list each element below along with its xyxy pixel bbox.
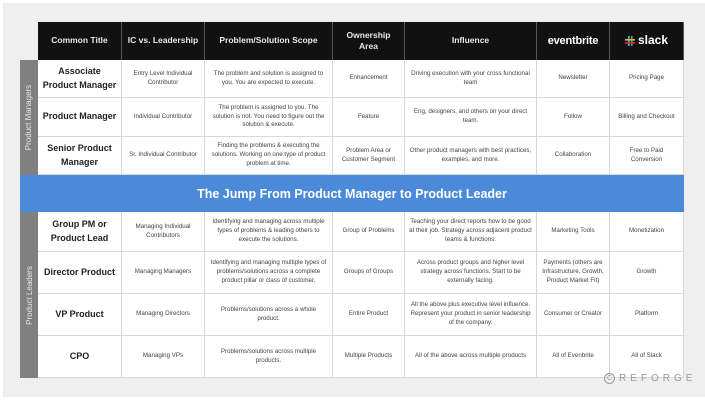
group-label-text: Product Managers	[24, 84, 34, 151]
cell-slack: Platform	[610, 294, 684, 336]
cell-eventbrite: Collaboration	[537, 137, 610, 175]
cell-ic: Managing VPs	[122, 336, 205, 378]
cell-ownership: Groups of Groups	[333, 252, 405, 294]
cell-influence: Eng, designers, and others on your direc…	[405, 98, 537, 137]
cell-eventbrite: Payments (others are Infrastructure, Gro…	[537, 252, 610, 294]
cell-slack: Growth	[610, 252, 684, 294]
header-ownership: Ownership Area	[333, 22, 405, 60]
cell-scope: The problem and solution is assigned to …	[205, 60, 333, 98]
cell-slack: Billing and Checkout	[610, 98, 684, 137]
cell-ic: Entry Level Individual Contributor	[122, 60, 205, 98]
cell-influence: Other product managers with best practic…	[405, 137, 537, 175]
group-label-leaders: Product Leaders	[20, 212, 38, 378]
cell-slack: All of Slack	[610, 336, 684, 378]
cell-influence: Teaching your direct reports how to be g…	[405, 212, 537, 252]
cell-title: Director Product	[38, 252, 122, 294]
cell-ownership: Problem Area or Customer Segment	[333, 137, 405, 175]
cell-eventbrite: Consumer or Creator	[537, 294, 610, 336]
cell-title: Group PM or Product Lead	[38, 212, 122, 252]
cell-ic: Managing Directors	[122, 294, 205, 336]
cell-title: Associate Product Manager	[38, 60, 122, 98]
cell-ownership: Group of Problems	[333, 212, 405, 252]
cell-ic: Individual Contributor	[122, 98, 205, 137]
cell-eventbrite: Follow	[537, 98, 610, 137]
group-label-text: Product Leaders	[24, 265, 34, 325]
cell-ownership: Multiple Products	[333, 336, 405, 378]
slack-wordmark: slack	[637, 33, 669, 48]
cell-ownership: Feature	[333, 98, 405, 137]
eventbrite-logo: eventbrite	[547, 34, 599, 47]
cell-slack: Monetization	[610, 212, 684, 252]
cell-eventbrite: Newsletter	[537, 60, 610, 98]
cell-scope: Identifying and managing multiple types …	[205, 252, 333, 294]
cell-ic: Sr. Individual Contributor	[122, 137, 205, 175]
career-ladder-table: Common Title IC vs. Leadership Problem/S…	[38, 22, 684, 378]
reforge-watermark: C REFORGE	[604, 373, 696, 384]
cell-title: Product Manager	[38, 98, 122, 137]
header-slack-logo: slack	[610, 22, 684, 60]
cell-eventbrite: Marketing Tools	[537, 212, 610, 252]
cell-ic: Managing Managers	[122, 252, 205, 294]
cell-eventbrite: All of Evenbrite	[537, 336, 610, 378]
cell-influence: All of the above across multiple product…	[405, 336, 537, 378]
cell-title: Senior Product Manager	[38, 137, 122, 175]
cell-scope: Problems/solutions across multiple produ…	[205, 336, 333, 378]
cell-scope: Finding the problems & executing the sol…	[205, 137, 333, 175]
cell-scope: The problem is assigned to you. The solu…	[205, 98, 333, 137]
cell-title: CPO	[38, 336, 122, 378]
header-ic-leadership: IC vs. Leadership	[122, 22, 205, 60]
slack-logo: slack	[624, 33, 669, 49]
header-scope: Problem/Solution Scope	[205, 22, 333, 60]
watermark-text: REFORGE	[619, 373, 697, 384]
copyright-icon: C	[604, 373, 615, 384]
cell-scope: Identifying and managing across multiple…	[205, 212, 333, 252]
header-eventbrite-logo: eventbrite	[537, 22, 610, 60]
cell-influence: All the above plus executive level influ…	[405, 294, 537, 336]
cell-influence: Across product groups and higher level s…	[405, 252, 537, 294]
cell-slack: Pricing Page	[610, 60, 684, 98]
cell-title: VP Product	[38, 294, 122, 336]
cell-scope: Problems/solutions across a whole produc…	[205, 294, 333, 336]
cell-ownership: Enhancement	[333, 60, 405, 98]
cell-ownership: Entire Product	[333, 294, 405, 336]
header-common-title: Common Title	[38, 22, 122, 60]
transition-banner: The Jump From Product Manager to Product…	[20, 175, 684, 212]
group-label-managers: Product Managers	[20, 60, 38, 175]
cell-influence: Driving execution with your cross functi…	[405, 60, 537, 98]
slack-hash-icon	[624, 36, 635, 46]
cell-ic: Managing Individual Contributors	[122, 212, 205, 252]
header-influence: Influence	[405, 22, 537, 60]
cell-slack: Free to Paid Conversion	[610, 137, 684, 175]
